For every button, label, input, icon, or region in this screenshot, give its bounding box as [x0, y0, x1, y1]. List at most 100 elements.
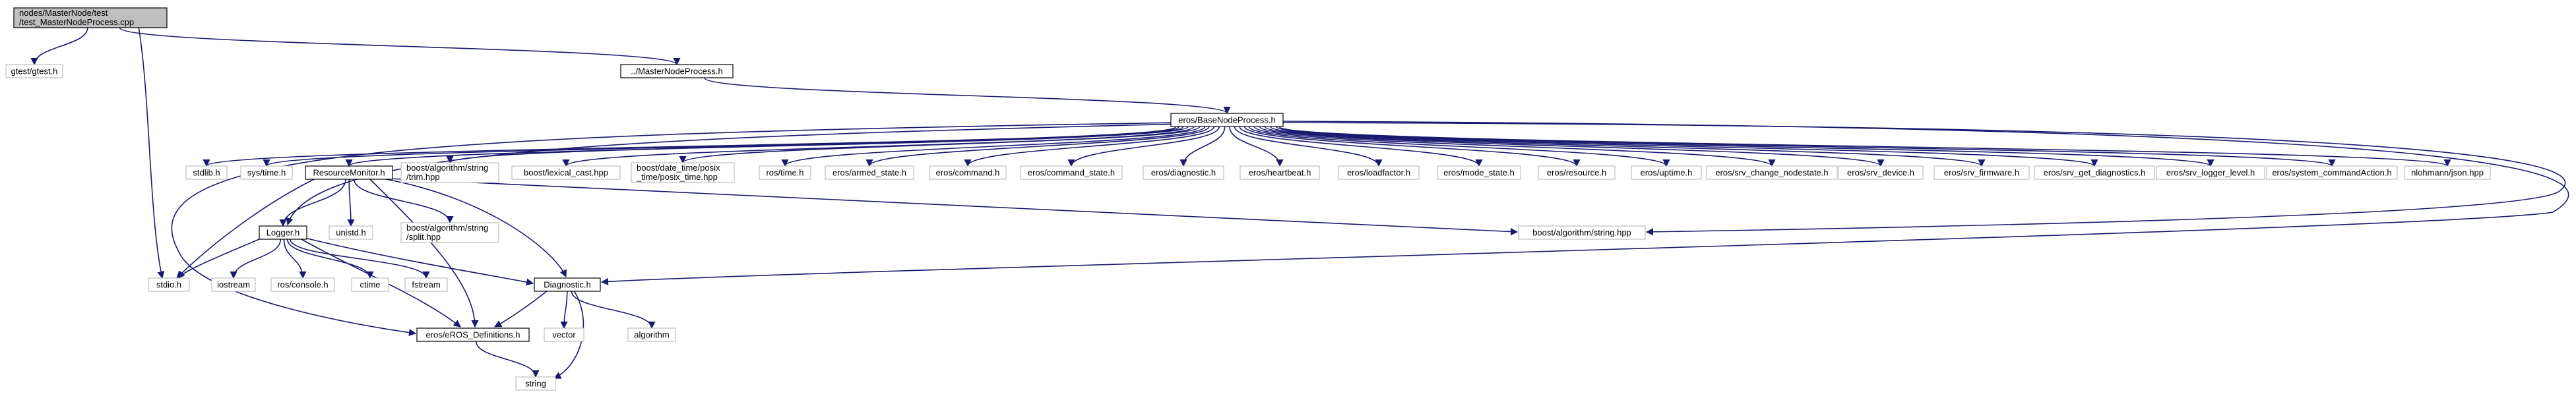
node-label-stdio-0: stdio.h: [156, 280, 181, 290]
edge-logger-to-iostream: [230, 239, 282, 279]
node-box-resource: [1538, 165, 1616, 180]
nodes-layer: nodes/MasterNode/test/test_MasterNodePro…: [5, 7, 2491, 391]
node-srv_change_nodestate: eros/srv_change_nodestate.h: [1706, 165, 1838, 180]
edges-layer: [30, 26, 2569, 379]
node-box-masternodeprocess: [620, 64, 734, 78]
edge-diagnostic_h-to-string: [553, 290, 584, 379]
node-resource: eros/resource.h: [1538, 165, 1616, 180]
edge-resourcemonitor-to-unistd: [347, 179, 355, 227]
node-label-stdlib-0: stdlib.h: [193, 168, 220, 178]
node-label-srv_get_diagnostics-0: eros/srv_get_diagnostics.h: [2044, 168, 2146, 178]
node-label-armed_state-0: eros/armed_state.h: [832, 168, 906, 178]
node-label-command-0: eros/command.h: [936, 168, 1000, 178]
node-label-iostream-0: iostream: [217, 280, 250, 290]
node-box-stdio: [148, 277, 190, 292]
node-box-unistd: [329, 225, 373, 240]
edge-logger-to-stdio: [177, 237, 265, 279]
node-label-boost_split-1: /split.hpp: [406, 232, 441, 242]
node-stdio: stdio.h: [148, 277, 190, 292]
node-resourcemonitor[interactable]: ResourceMonitor.h: [305, 165, 393, 180]
node-label-srv_logger_level-0: eros/srv_logger_level.h: [2166, 168, 2255, 178]
node-basenodeprocess[interactable]: eros/BaseNodeProcess.h: [1170, 113, 1284, 127]
node-loadfactor: eros/loadfactor.h: [1338, 165, 1420, 180]
node-box-heartbeat: [1240, 165, 1320, 180]
node-box-nlohmann: [2404, 165, 2491, 180]
node-boost_split: boost/algorithm/string/split.hpp: [400, 222, 499, 243]
edge-resourcemonitor-to-boost_split: [353, 179, 454, 224]
edge-resourcemonitor-to-logger: [279, 179, 346, 227]
node-label-diagnostic_h-0: Diagnostic.h: [544, 280, 591, 290]
node-box-iostream: [211, 277, 256, 292]
node-box-string: [515, 376, 556, 391]
node-algorithm: algorithm: [627, 327, 676, 342]
node-box-gtest: [5, 64, 63, 78]
edge-basenodeprocess-to-srv_device: [1259, 126, 1885, 167]
node-box-system_commandaction: [2266, 165, 2398, 180]
node-label-diagnostic_msg-0: eros/diagnostic.h: [1151, 168, 1216, 178]
node-command: eros/command.h: [929, 165, 1007, 180]
node-armed_state: eros/armed_state.h: [825, 165, 914, 180]
node-diagnostic_h[interactable]: Diagnostic.h: [534, 277, 601, 292]
node-box-boost_lexical: [511, 165, 621, 180]
node-label-fstream-0: fstream: [412, 280, 440, 290]
node-label-root-0: nodes/MasterNode/test: [19, 8, 108, 18]
node-root[interactable]: nodes/MasterNode/test/test_MasterNodePro…: [13, 7, 168, 28]
edge-basenodeprocess-to-boost_lexical: [562, 126, 1195, 167]
node-string: string: [515, 376, 556, 391]
edge-basenodeprocess-to-mode_state: [1239, 126, 1483, 167]
node-box-ctime: [351, 277, 389, 292]
node-logger[interactable]: Logger.h: [259, 225, 307, 240]
node-masternodeprocess[interactable]: ../MasterNodeProcess.h: [620, 64, 734, 78]
node-systime: sys/time.h: [240, 165, 293, 180]
node-iostream: iostream: [211, 277, 256, 292]
edge-basenodeprocess-to-command: [964, 126, 1215, 167]
node-box-armed_state: [825, 165, 914, 180]
node-box-fstream: [404, 277, 448, 292]
node-box-basenodeprocess: [1170, 113, 1284, 127]
node-label-srv_change_nodestate-0: eros/srv_change_nodestate.h: [1715, 168, 1828, 178]
node-label-string-0: string: [525, 379, 546, 389]
node-box-boost_posix: [631, 162, 735, 183]
node-rostime: ros/time.h: [759, 165, 811, 180]
node-box-uptime: [1631, 165, 1702, 180]
node-box-resourcemonitor: [305, 165, 393, 180]
node-label-boost_trim-0: boost/algorithm/string: [406, 163, 488, 173]
edge-basenodeprocess-to-armed_state: [865, 126, 1210, 167]
edge-basenodeprocess-to-boost_posix: [679, 126, 1201, 164]
node-label-boost_lexical-0: boost/lexical_cast.hpp: [524, 168, 608, 178]
node-label-eros_defs-0: eros/eROS_Definitions.h: [425, 330, 520, 340]
node-gtest: gtest/gtest.h: [5, 64, 63, 78]
edge-logger-to-rosconsole: [283, 239, 307, 279]
edge-logger-to-diagnostic_h: [304, 237, 534, 286]
edge-basenodeprocess-to-heartbeat: [1229, 126, 1284, 167]
node-label-system_commandaction-0: eros/system_commandAction.h: [2272, 168, 2391, 178]
node-label-srv_device-0: eros/srv_device.h: [1847, 168, 1914, 178]
node-label-srv_firmware-0: eros/srv_firmware.h: [1944, 168, 2019, 178]
node-mode_state: eros/mode_state.h: [1437, 165, 1521, 180]
node-srv_get_diagnostics: eros/srv_get_diagnostics.h: [2034, 165, 2155, 180]
node-label-mode_state-0: eros/mode_state.h: [1443, 168, 1515, 178]
node-label-root-1: /test_MasterNodeProcess.cpp: [19, 17, 134, 27]
edge-resourcemonitor-to-diagnostic_h: [382, 178, 567, 278]
edge-basenodeprocess-to-systime: [263, 126, 1179, 167]
edge-root-to-masternodeprocess: [119, 27, 681, 66]
node-label-rosconsole-0: ros/console.h: [277, 280, 328, 290]
node-box-diagnostic_h: [534, 277, 601, 292]
node-ctime: ctime: [351, 277, 389, 292]
node-boost_trim: boost/algorithm/string/trim.hpp: [400, 162, 499, 183]
edge-basenodeprocess-to-boost_string: [1282, 122, 2566, 236]
node-box-mode_state: [1437, 165, 1521, 180]
node-box-srv_change_nodestate: [1706, 165, 1838, 180]
node-box-vector: [544, 327, 584, 342]
node-box-boost_string: [1518, 225, 1646, 240]
edge-resourcemonitor-to-eros_defs: [369, 178, 479, 328]
node-label-ctime-0: ctime: [360, 280, 380, 290]
node-label-unistd-0: unistd.h: [336, 228, 366, 238]
node-uptime: eros/uptime.h: [1631, 165, 1702, 180]
edge-basenodeprocess-to-logger: [286, 123, 1181, 226]
edge-basenodeprocess-to-rostime: [781, 126, 1206, 167]
node-boost_posix: boost/date_time/posix_time/posix_time.hp…: [631, 162, 735, 183]
node-eros_defs[interactable]: eros/eROS_Definitions.h: [416, 327, 530, 342]
node-srv_firmware: eros/srv_firmware.h: [1933, 165, 2030, 180]
